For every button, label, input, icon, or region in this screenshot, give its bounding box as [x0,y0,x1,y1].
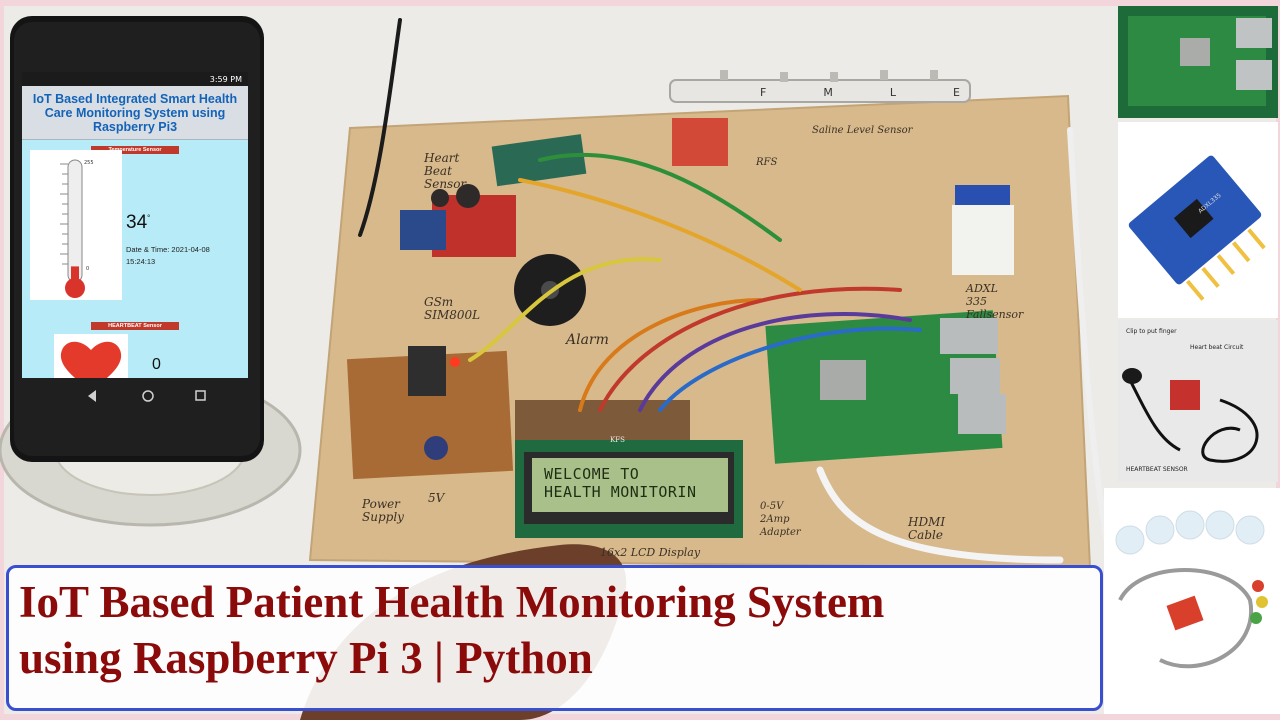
thermometer-fill [71,266,79,282]
label-power-volts: 5V [428,491,445,505]
phone-screen: 3:59 PM IoT Based Integrated Smart Healt… [22,72,248,378]
home-icon[interactable] [142,390,154,402]
thermo-max-label: 255 [84,160,94,166]
temperature-sensor-label: Temperature Sensor [91,146,179,154]
app-title: IoT Based Integrated Smart Health Care M… [22,86,248,140]
label-gsm: GSm SIM800L [424,295,481,322]
label-adxl: ADXL 335 Fallsensor [966,282,1024,321]
label-saline-sensor: Saline Level Sensor [812,125,913,136]
lcd-line-2: HEALTH MONITORIN [544,483,697,501]
label-lcd-display: 16x2 LCD Display [600,546,701,559]
inset-ecg-cable [1115,510,1268,669]
heartbeat-value: 0 [152,356,161,373]
thermo-min-label: 0 [86,266,89,272]
label-hdmi-cable: HDMI Cable [908,515,946,542]
lcd-display: WELCOME TO HEALTH MONITORIN [536,462,726,506]
inset-caption-clip: Clip to put finger [1126,328,1177,335]
status-time: 3:59 PM [209,74,242,84]
back-icon[interactable] [88,390,96,402]
lcd-line-1: WELCOME TO [544,465,640,483]
title-line-2: using Raspberry Pi 3 | Python [19,633,593,683]
inset-adxl-chip [1128,155,1266,301]
phone-nav-bar [88,390,206,402]
saline-level-sensor [669,79,971,103]
heartbeat-sensor-label: HEARTBEAT Sensor [91,322,179,330]
phone-status-bar: 3:59 PM [22,72,248,86]
recents-icon[interactable] [195,390,206,401]
label-power-supply: Power Supply [362,497,404,524]
label-rfs: RFS [756,157,778,168]
saline-letter-m: M [823,86,833,99]
saline-letter-f: F [760,86,767,99]
label-alarm: Alarm [566,332,609,348]
label-adapter: 0-5V 2Amp Adapter [760,501,801,538]
title-line-1: IoT Based Patient Health Monitoring Syst… [19,577,885,627]
temperature-panel: Temperature Sensor 255 0 34° Date [22,146,248,300]
power-supply-board [346,350,514,480]
inset-heartbeat-sensor [1122,368,1259,463]
temperature-value: 34° [126,212,151,233]
thermometer-gauge: 255 0 [30,150,122,300]
heart-icon [54,334,128,378]
saline-letter-l: L [889,86,896,99]
heartbeat-panel: HEARTBEAT Sensor 0 [22,316,248,378]
saline-letters: F M L E [760,86,960,99]
label-heart-beat-sensor: Heart Beat Sensor [424,151,467,191]
title-banner: IoT Based Patient Health Monitoring Syst… [6,565,1103,711]
label-kfs: KFS [610,436,625,444]
saline-letter-e: E [953,86,960,99]
inset-caption-circuit: Heart beat Circuit [1190,344,1244,351]
inset-caption-heartbeat: HEARTBEAT SENSOR [1126,466,1188,473]
temperature-datetime: Date & Time: 2021-04-08 15:24:13 [126,245,210,266]
pulse-sensor-board [672,118,728,166]
